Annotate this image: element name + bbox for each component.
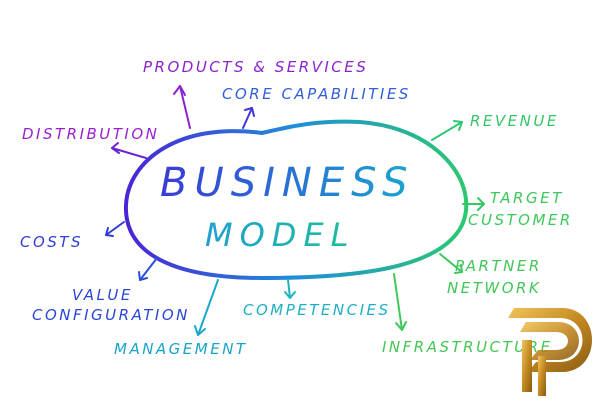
label-value-configuration-line1: VALUE	[72, 286, 133, 304]
label-infrastructure: INFRASTRUCTURE	[382, 338, 553, 356]
arrow-costs	[105, 221, 125, 237]
label-competencies: COMPETENCIES	[243, 301, 391, 319]
label-partner-network-line1: PARTNER	[455, 257, 542, 275]
label-distribution: DISTRIBUTION	[22, 125, 159, 143]
gold-p-logo-icon	[508, 308, 592, 396]
arrow-products-services	[173, 85, 191, 129]
label-core-capabilities: CORE CAPABILITIES	[222, 85, 411, 103]
arrow-competencies	[284, 279, 296, 299]
arrow-infrastructure	[393, 273, 407, 331]
arrow-partner-network	[439, 253, 463, 274]
arrow-management	[194, 279, 219, 336]
label-revenue: REVENUE	[470, 112, 559, 130]
label-target-customer-line2: CUSTOMER	[468, 211, 573, 229]
label-value-configuration-line2: CONFIGURATION	[32, 306, 190, 324]
label-partner-network-line2: NETWORK	[447, 279, 541, 297]
arrow-distribution	[111, 142, 147, 159]
center-oval	[123, 119, 469, 281]
label-costs: COSTS	[20, 233, 83, 251]
arrow-value-configuration	[138, 257, 158, 281]
center-title-line2: MODEL	[205, 216, 355, 254]
center-title-line1: BUSINESS	[160, 160, 414, 206]
label-management: MANAGEMENT	[114, 340, 248, 358]
arrow-target-customer	[462, 197, 485, 211]
arrow-core-capabilities	[242, 107, 255, 129]
label-target-customer-line1: TARGET	[490, 189, 564, 207]
label-products-services: PRODUCTS & SERVICES	[143, 58, 368, 76]
arrow-revenue	[431, 120, 463, 141]
